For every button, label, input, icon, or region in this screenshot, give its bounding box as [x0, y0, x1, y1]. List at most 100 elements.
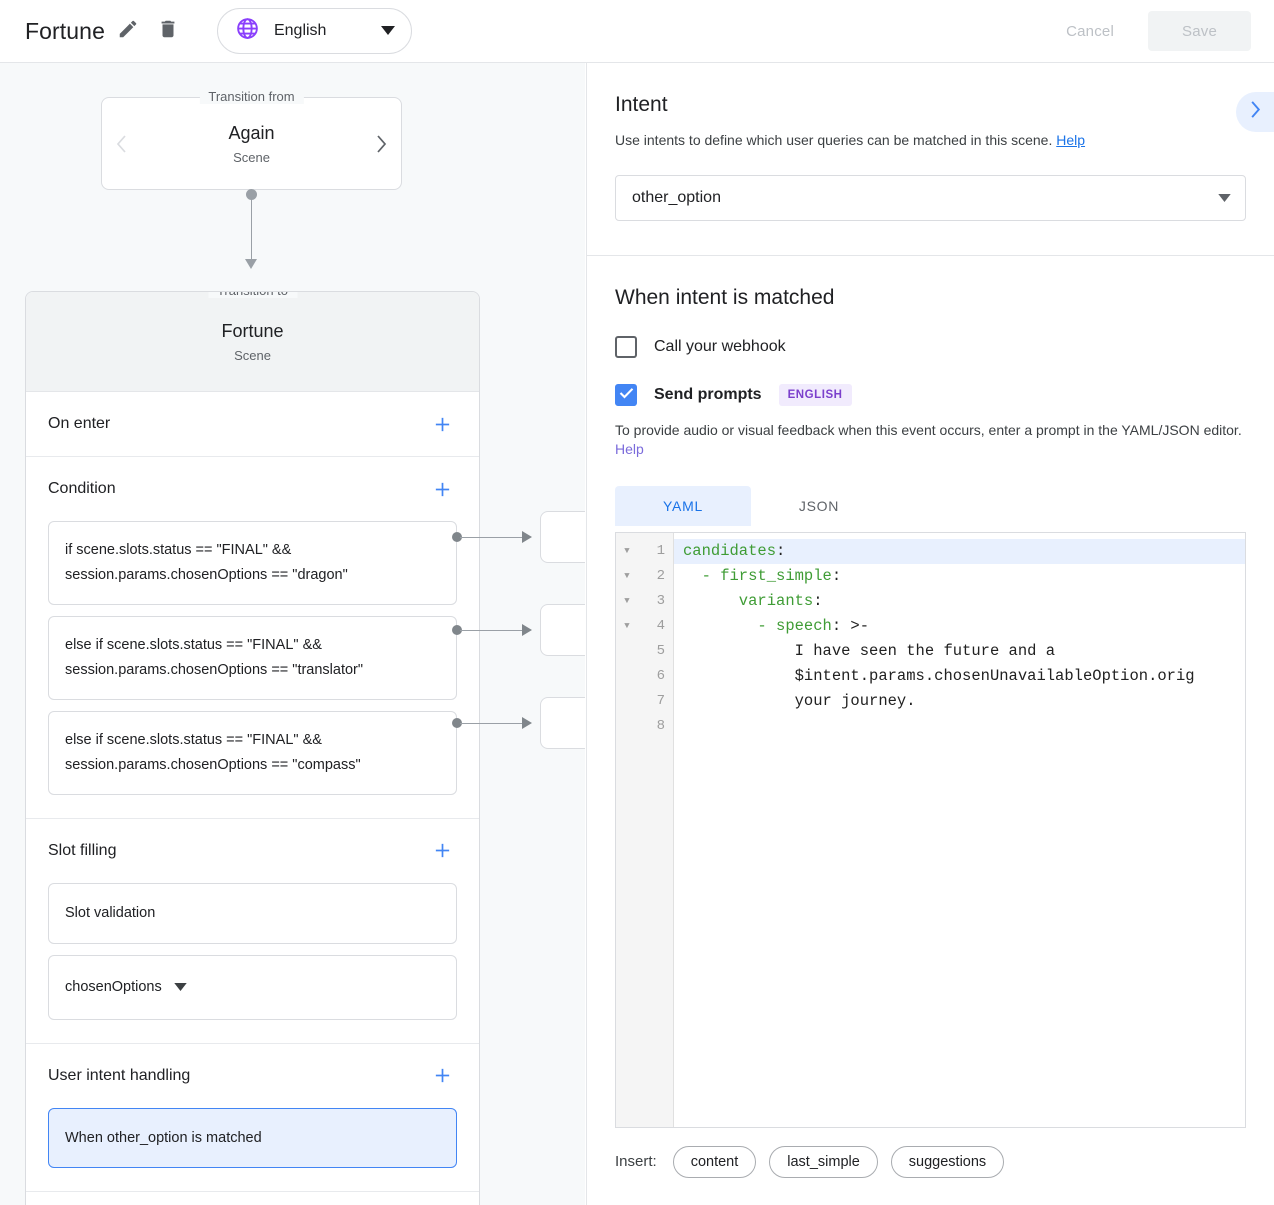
- transition-from-info: Again Scene: [142, 122, 361, 165]
- code-line[interactable]: $intent.params.chosenUnavailableOption.o…: [674, 664, 1245, 689]
- section-header-error-status-handling[interactable]: Error and status handling: [26, 1192, 479, 1205]
- insert-chip-suggestions[interactable]: suggestions: [890, 1145, 1005, 1178]
- line-number: 5: [656, 643, 665, 660]
- fold-triangle-icon[interactable]: ▼: [624, 621, 630, 632]
- gutter-line: 5: [616, 639, 673, 664]
- add-user-intent-button[interactable]: [427, 1061, 457, 1091]
- condition-list: if scene.slots.status == "FINAL" && sess…: [26, 521, 479, 818]
- add-slot-button[interactable]: [427, 836, 457, 866]
- yaml-punctuation: :: [831, 567, 842, 586]
- intent-section: Intent Use intents to define which user …: [587, 63, 1274, 255]
- intent-description: Use intents to define which user queries…: [615, 131, 1246, 151]
- webhook-row[interactable]: Call your webhook: [615, 335, 1246, 358]
- target-card-partial[interactable]: [540, 697, 585, 749]
- code-line[interactable]: [674, 714, 1245, 739]
- next-scene-button[interactable]: [361, 98, 401, 189]
- user-intent-list: When other_option is matched: [26, 1107, 479, 1192]
- edit-title-button[interactable]: [111, 14, 145, 48]
- yaml-key: variants: [683, 592, 814, 611]
- fold-triangle-icon[interactable]: ▼: [624, 546, 630, 557]
- user-intent-item-selected[interactable]: When other_option is matched: [48, 1107, 457, 1169]
- code-line[interactable]: - speech: >-: [674, 614, 1245, 639]
- transition-from-card[interactable]: Transition from Again Scene: [101, 89, 402, 190]
- save-button[interactable]: Save: [1148, 11, 1251, 51]
- yaml-text: your journey.: [683, 692, 916, 711]
- language-selector[interactable]: English: [216, 8, 412, 54]
- transition-from-name: Again: [228, 123, 275, 144]
- intent-description-text: Use intents to define which user queries…: [615, 132, 1053, 148]
- intent-help-link[interactable]: Help: [1056, 132, 1086, 148]
- yaml-key: - speech: [683, 617, 832, 636]
- send-prompts-checkbox[interactable]: [615, 383, 637, 406]
- yaml-punctuation: :: [776, 542, 786, 561]
- line-number: 6: [656, 668, 665, 685]
- condition-connector-arrow: [522, 531, 532, 543]
- code-line[interactable]: variants:: [674, 589, 1245, 614]
- fold-triangle-icon[interactable]: ▼: [624, 596, 630, 607]
- insert-chip-content[interactable]: content: [672, 1145, 757, 1178]
- section-header-slot-filling[interactable]: Slot filling: [26, 819, 479, 883]
- yaml-text: $intent.params.chosenUnavailableOption.o…: [683, 667, 1195, 686]
- transition-to-name: Fortune: [221, 321, 284, 342]
- yaml-key: candidates: [683, 542, 777, 561]
- intent-select[interactable]: other_option: [615, 174, 1246, 221]
- condition-item[interactable]: if scene.slots.status == "FINAL" && sess…: [48, 521, 457, 605]
- section-header-on-enter[interactable]: On enter: [26, 392, 479, 456]
- section-header-user-intent-handling[interactable]: User intent handling: [26, 1044, 479, 1108]
- chevron-down-icon: [174, 975, 187, 1000]
- target-card-partial[interactable]: [540, 604, 585, 656]
- gutter-line: ▼4: [616, 614, 673, 639]
- prompts-help-link[interactable]: Help: [615, 441, 644, 458]
- send-prompts-row[interactable]: Send prompts ENGLISH: [615, 383, 1246, 406]
- condition-connector-arrow: [522, 624, 532, 636]
- intent-heading: Intent: [615, 93, 668, 116]
- language-label: English: [273, 22, 327, 39]
- fold-triangle-icon[interactable]: ▼: [624, 571, 630, 582]
- condition-item[interactable]: else if scene.slots.status == "FINAL" &&…: [48, 710, 457, 795]
- add-condition-button[interactable]: [427, 474, 457, 504]
- section-slot-filling: Slot filling Slot validation chosenOptio…: [26, 819, 479, 1044]
- chevron-down-icon: [1218, 189, 1231, 207]
- condition-item[interactable]: else if scene.slots.status == "FINAL" &&…: [48, 615, 457, 700]
- transition-to-header[interactable]: Fortune Scene: [26, 292, 479, 392]
- section-header-condition[interactable]: Condition: [26, 457, 479, 521]
- call-webhook-checkbox[interactable]: [615, 335, 637, 358]
- line-number: 1: [656, 543, 665, 560]
- condition-connector-line: [460, 536, 523, 539]
- code-line[interactable]: candidates:: [674, 538, 1245, 564]
- tab-yaml[interactable]: YAML: [615, 485, 751, 526]
- editor-code-area[interactable]: candidates: - first_simple: variants: - …: [674, 533, 1245, 1127]
- slot-validation-item[interactable]: Slot validation: [48, 882, 457, 944]
- line-number: 8: [656, 718, 665, 735]
- yaml-punctuation: : >-: [831, 617, 870, 636]
- send-prompts-description-text: To provide audio or visual feedback when…: [615, 421, 1242, 438]
- slot-item-chosenoptions[interactable]: chosenOptions: [48, 954, 457, 1020]
- line-number: 7: [656, 693, 665, 710]
- expand-panel-button[interactable]: [1236, 92, 1274, 132]
- gutter-line: 6: [616, 664, 673, 689]
- yaml-text: I have seen the future and a: [683, 642, 1056, 661]
- call-webhook-label: Call your webhook: [654, 337, 786, 355]
- delete-scene-button[interactable]: [151, 14, 185, 48]
- prev-scene-button[interactable]: [102, 98, 142, 189]
- code-line[interactable]: - first_simple:: [674, 564, 1245, 589]
- slot-filling-list: Slot validation chosenOptions: [26, 882, 479, 1043]
- insert-chip-last-simple[interactable]: last_simple: [769, 1145, 878, 1178]
- target-card-partial[interactable]: [540, 511, 585, 563]
- gutter-line: ▼1: [616, 539, 673, 564]
- add-on-enter-button[interactable]: [427, 409, 457, 439]
- line-number: 2: [656, 568, 665, 585]
- code-line[interactable]: I have seen the future and a: [674, 639, 1245, 664]
- section-condition: Condition if scene.slots.status == "FINA…: [26, 457, 479, 819]
- transition-from-type: Scene: [233, 149, 270, 165]
- section-divider: [587, 254, 1274, 256]
- tab-json[interactable]: JSON: [798, 497, 840, 514]
- code-line[interactable]: your journey.: [674, 689, 1245, 714]
- insert-row: Insert: content last_simple suggestions: [615, 1145, 1246, 1178]
- cancel-button[interactable]: Cancel: [1046, 11, 1134, 51]
- line-number: 3: [656, 593, 665, 610]
- pencil-icon: [117, 18, 139, 45]
- section-title-condition: Condition: [48, 480, 116, 497]
